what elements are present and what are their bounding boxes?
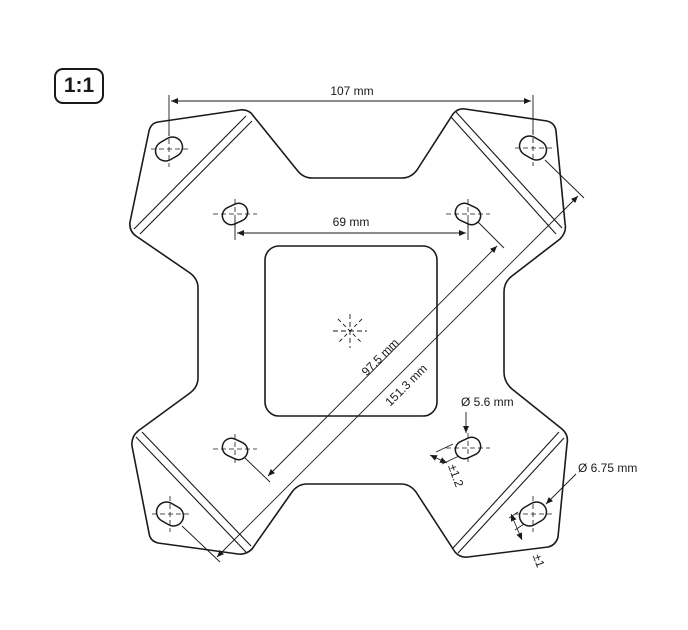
dim-1 [508, 511, 525, 541]
scale-label: 1:1 [63, 74, 95, 97]
center-mark [333, 314, 367, 348]
dim-1-label: ±1 [530, 552, 548, 570]
dim-1-2-label: ±1.2 [445, 462, 466, 489]
outer-hole-top-right [518, 135, 548, 161]
outer-hole-bottom-left [155, 501, 185, 527]
outer-hole-top-left [154, 136, 184, 162]
dim-6-75-leader [545, 473, 577, 505]
scale-badge: 1:1 [54, 68, 104, 104]
dim-69-label: 69 mm [333, 215, 370, 229]
dim-97-5-label: 97.5 mm [359, 336, 402, 379]
dim-151-3 [181, 159, 585, 563]
dim-107-label: 107 mm [330, 84, 373, 98]
dim-1-2 [429, 443, 460, 465]
dim-6-75-label: Ø 6.75 mm [578, 461, 637, 475]
dim-107 [168, 95, 534, 136]
dim-151-3-label: 151.3 mm [382, 361, 430, 409]
dim-5-6-label: Ø 5.6 mm [461, 395, 514, 409]
plate-outline [129, 108, 569, 558]
